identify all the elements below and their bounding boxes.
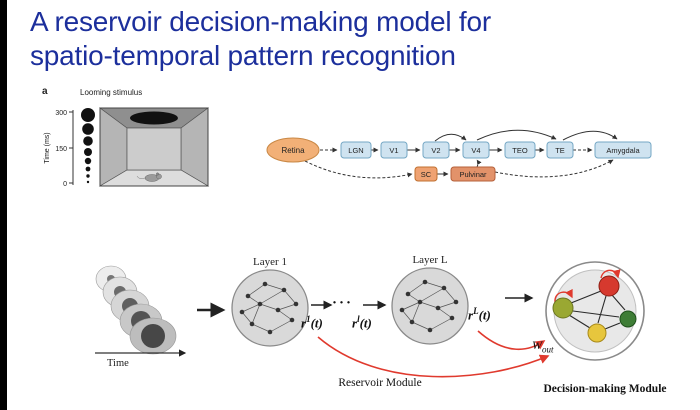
red-selfloop-left	[554, 288, 573, 303]
v2-label: V2	[431, 146, 440, 155]
readout-curve-r1	[317, 336, 550, 378]
rL-label: rL(t)	[468, 306, 491, 323]
wout-sub: out	[542, 344, 554, 355]
lgn-node	[340, 141, 372, 159]
wout-base: W	[532, 338, 542, 352]
pulvinar-node	[450, 166, 496, 182]
v2-node	[422, 141, 450, 159]
time-axis-label: Time (ms)	[44, 132, 51, 163]
r1-base: r	[301, 315, 307, 331]
te-node	[546, 141, 574, 159]
v4-label: V4	[471, 146, 480, 155]
time-label: Time	[107, 358, 129, 369]
te-label: TE	[555, 146, 565, 155]
amygdala-label: Amygdala	[606, 146, 640, 155]
looming-stimulus-panel: a Looming stimulus 300 150 0 Time (ms)	[42, 86, 210, 188]
pathway-connectors	[304, 129, 618, 179]
decision-node-green	[619, 310, 637, 328]
v4-node	[462, 141, 490, 159]
teo-node	[504, 141, 536, 159]
input-frame-stack	[95, 265, 177, 355]
decision-module-label: Decision-making Module	[543, 383, 667, 395]
reservoir-module-label: Reservoir Module	[338, 377, 422, 389]
ellipsis-label: ···	[332, 295, 354, 311]
panel-caption: Looming stimulus	[80, 88, 142, 97]
readout-curve-rL	[477, 330, 546, 351]
retina-node	[266, 137, 320, 163]
layerL-label: Layer L	[412, 254, 447, 266]
sc-node	[414, 166, 438, 182]
tick-150: 150	[55, 146, 67, 153]
rL-base: r	[468, 307, 474, 323]
rl-tail: (t)	[359, 315, 372, 331]
r1-sup: 1	[306, 314, 311, 324]
rL-tail: (t)	[478, 307, 491, 323]
decision-node-yellow	[587, 323, 607, 343]
tick-0: 0	[63, 181, 67, 188]
pathway-nodes: Retina LGN V1 V2 V4 TEO TE Amygdala SC P…	[266, 137, 652, 182]
rl-label: rl(t)	[352, 314, 372, 331]
slide-title: A reservoir decision-making model for sp…	[30, 5, 680, 73]
title-line-2: spatio-temporal pattern recognition	[30, 40, 456, 71]
arena-illustration	[98, 107, 210, 187]
tick-300: 300	[55, 110, 67, 117]
overhead-disc	[130, 111, 178, 125]
visual-pathway-diagram: Retina LGN V1 V2 V4 TEO TE Amygdala SC P…	[266, 129, 652, 182]
rl-base: r	[352, 315, 358, 331]
looming-disc-sequence	[81, 108, 95, 184]
layerL-reservoir	[391, 267, 469, 345]
lgn-label: LGN	[348, 146, 363, 155]
rL-sup: L	[473, 306, 479, 316]
sc-label: SC	[421, 170, 432, 179]
decision-module	[545, 261, 645, 361]
decision-node-olive	[552, 297, 574, 319]
amygdala-node	[594, 141, 652, 159]
v1-label: V1	[389, 146, 398, 155]
wout-label: Wout	[532, 338, 554, 354]
v1-node	[380, 141, 408, 159]
layer1-reservoir	[231, 269, 309, 347]
panel-label: a	[42, 86, 48, 97]
retina-label: Retina	[281, 146, 305, 155]
decision-node-red	[598, 275, 620, 297]
r1-label: r1(t)	[301, 314, 323, 331]
pulvinar-label: Pulvinar	[459, 170, 487, 179]
teo-label: TEO	[512, 146, 528, 155]
time-axis: 300 150 0 Time (ms)	[44, 110, 74, 188]
red-selfloop-top	[600, 269, 621, 279]
rl-sup: l	[357, 314, 360, 324]
r1-tail: (t)	[310, 315, 323, 331]
left-black-bar	[0, 0, 7, 410]
reservoir-diagram: Time Layer 1 Layer L	[95, 254, 645, 378]
title-line-1: A reservoir decision-making model for	[30, 6, 492, 37]
mouse-illustration	[136, 172, 162, 182]
decision-edges	[568, 290, 626, 330]
layer1-label: Layer 1	[253, 256, 287, 268]
